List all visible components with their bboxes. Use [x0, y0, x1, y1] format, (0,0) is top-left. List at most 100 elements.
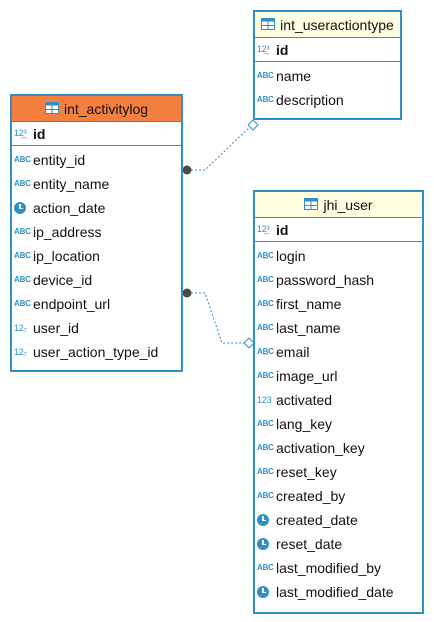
- column-row[interactable]: action_date: [12, 196, 181, 220]
- text-abc-icon: ABC: [14, 299, 31, 308]
- column-name: entity_id: [33, 152, 86, 168]
- column-name: id: [276, 221, 289, 238]
- column-name: last_modified_date: [276, 584, 394, 600]
- text-abc-icon: ABC: [257, 275, 274, 284]
- column-row[interactable]: 12₇ user_action_type_id: [12, 340, 181, 364]
- clock-icon: [257, 514, 276, 526]
- text-abc-icon: ABC: [257, 467, 274, 476]
- column-name: user_action_type_id: [33, 344, 159, 360]
- clock-icon: [14, 202, 33, 214]
- column-name: activation_key: [276, 440, 365, 456]
- column-name: id: [33, 125, 46, 142]
- text-unique-icon: AB̲C: [257, 347, 274, 356]
- column-name: entity_name: [33, 176, 110, 192]
- text-abc-icon: ABC: [257, 443, 274, 452]
- column-name: reset_key: [276, 464, 337, 480]
- column-name: password_hash: [276, 272, 375, 288]
- number-fk-icon: 12₇: [14, 346, 27, 357]
- column-row[interactable]: created_date: [255, 508, 422, 532]
- pk-endpoint-diamond: [247, 119, 259, 131]
- text-abc-icon: ABC: [14, 179, 31, 188]
- clock-icon: [257, 538, 276, 550]
- column-name: user_id: [33, 320, 79, 336]
- column-name: last_name: [276, 320, 341, 336]
- column-row[interactable]: last_modified_date: [255, 580, 422, 604]
- column-name: login: [276, 248, 306, 264]
- text-abc-icon: ABC: [257, 563, 274, 572]
- table-header[interactable]: jhi_user: [255, 192, 422, 218]
- text-abc-icon: ABC: [257, 419, 274, 428]
- text-abc-icon: ABC: [257, 371, 274, 380]
- column-name: description: [276, 92, 344, 108]
- number-icon: 123: [257, 394, 272, 405]
- text-abc-icon: ABC: [14, 275, 31, 284]
- fk-endpoint-dot: [182, 165, 192, 175]
- clock-icon: [257, 586, 276, 598]
- table-title: int_activitylog: [63, 100, 149, 117]
- text-abc-icon: ABC: [14, 155, 31, 164]
- primary-key-row[interactable]: 12̲³ id: [255, 38, 400, 62]
- number-key-icon: 12̲³: [257, 44, 270, 54]
- column-name: created_by: [276, 488, 346, 504]
- table-icon: [304, 197, 319, 213]
- table-header[interactable]: int_useractiontype: [255, 12, 400, 38]
- text-abc-icon: ABC: [257, 71, 274, 80]
- column-name: first_name: [276, 296, 342, 312]
- column-name: id: [276, 41, 289, 58]
- text-abc-icon: ABC: [257, 95, 274, 104]
- column-name: ip_location: [33, 248, 100, 264]
- column-name: email: [276, 344, 310, 360]
- table-icon: [44, 101, 59, 117]
- number-key-icon: 12̲³: [14, 128, 27, 138]
- column-name: image_url: [276, 368, 338, 384]
- column-name: ip_address: [33, 224, 102, 240]
- table-title: jhi_user: [323, 196, 373, 213]
- table-header[interactable]: int_activitylog: [12, 96, 181, 122]
- column-row[interactable]: reset_date: [255, 532, 422, 556]
- text-abc-icon: ABC: [257, 323, 274, 332]
- text-abc-icon: ABC: [14, 227, 31, 236]
- column-name: endpoint_url: [33, 296, 111, 312]
- fk-endpoint-dot: [182, 288, 192, 298]
- table-icon: [261, 17, 276, 33]
- relationship-line-jhi-user: [187, 292, 248, 344]
- column-name: lang_key: [276, 416, 333, 432]
- primary-key-row[interactable]: 12̲³ id: [12, 122, 181, 146]
- column-name: name: [276, 68, 312, 84]
- column-row[interactable]: 123 activated: [255, 388, 422, 412]
- number-fk-icon: 12₇: [14, 322, 27, 333]
- column-row[interactable]: 12₇ user_id: [12, 316, 181, 340]
- table-title: int_useractiontype: [280, 16, 394, 33]
- column-name: action_date: [33, 200, 106, 216]
- text-abc-icon: ABC: [14, 251, 31, 260]
- column-name: activated: [276, 392, 333, 408]
- column-name: reset_date: [276, 536, 343, 552]
